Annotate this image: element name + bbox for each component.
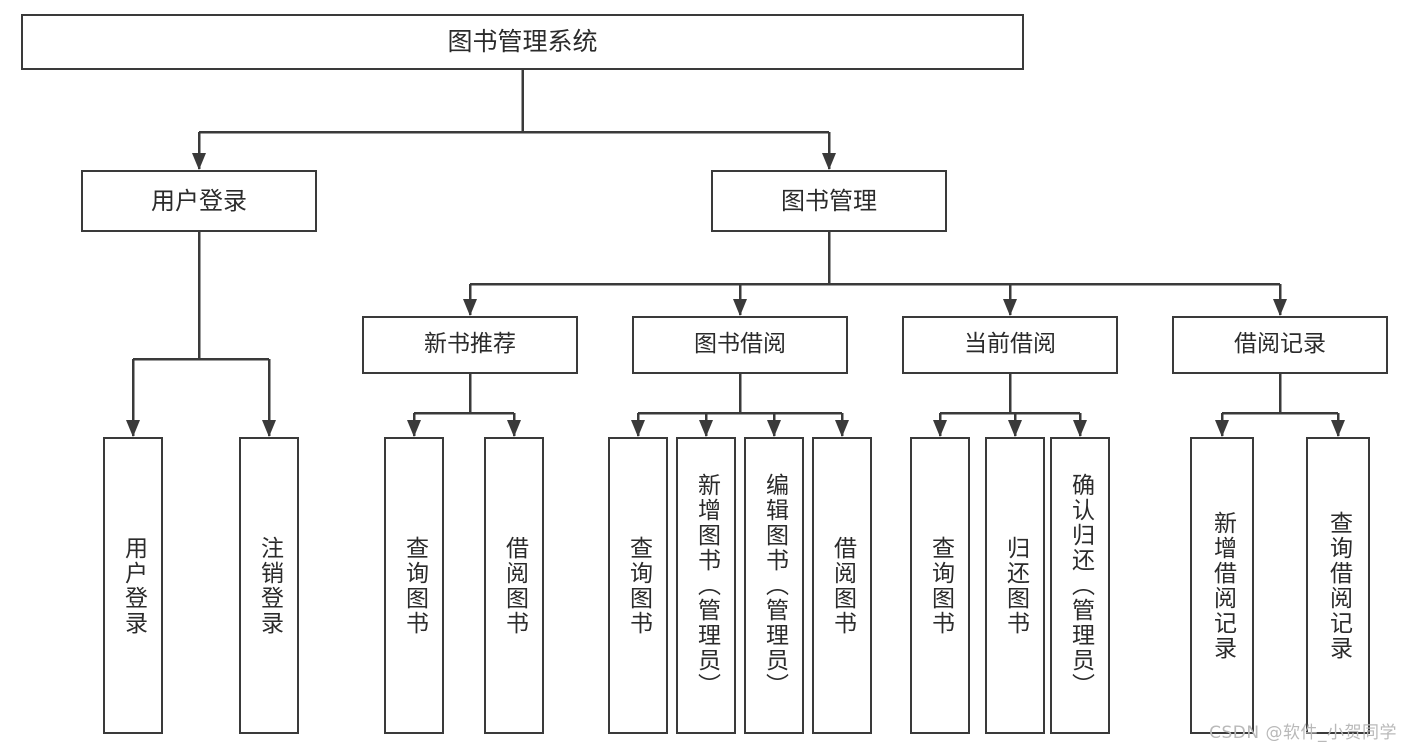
- node-label: 借阅图书: [829, 535, 856, 636]
- node-new-book-rec[interactable]: 新书推荐: [362, 316, 578, 374]
- node-label: 新增图书（管理员）: [693, 473, 720, 698]
- node-label: 注销登录: [256, 535, 283, 636]
- node-book-borrow[interactable]: 图书借阅: [632, 316, 848, 374]
- node-user-login[interactable]: 用户登录: [81, 170, 317, 232]
- arrow-head: [767, 420, 781, 437]
- node-label: 编辑图书（管理员）: [761, 473, 788, 698]
- node-leaf-confirm-return[interactable]: 确认归还（管理员）: [1050, 437, 1110, 734]
- node-leaf-add-record[interactable]: 新增借阅记录: [1190, 437, 1254, 734]
- node-label: 查询图书: [927, 535, 954, 636]
- arrow-head: [1008, 420, 1022, 437]
- node-label: 查询借阅记录: [1325, 510, 1352, 661]
- arrow-head: [1331, 420, 1345, 437]
- node-label: 图书借阅: [694, 331, 786, 358]
- node-label: 用户登录: [120, 535, 147, 636]
- node-label: 归还图书: [1002, 535, 1029, 636]
- arrow-head: [1215, 420, 1229, 437]
- node-label: 当前借阅: [964, 331, 1056, 358]
- arrow-head: [1003, 299, 1017, 316]
- node-leaf-query-book-3[interactable]: 查询图书: [910, 437, 970, 734]
- node-leaf-query-book-1[interactable]: 查询图书: [384, 437, 444, 734]
- node-leaf-query-book-2[interactable]: 查询图书: [608, 437, 668, 734]
- arrow-head: [631, 420, 645, 437]
- node-book-manage[interactable]: 图书管理: [711, 170, 947, 232]
- node-leaf-user-login[interactable]: 用户登录: [103, 437, 163, 734]
- arrow-head: [507, 420, 521, 437]
- node-label: 借阅记录: [1234, 331, 1326, 358]
- node-label: 新书推荐: [424, 331, 516, 358]
- node-label: 查询图书: [401, 535, 428, 636]
- node-label: 查询图书: [625, 535, 652, 636]
- arrow-head: [192, 153, 206, 170]
- node-leaf-borrow-book-1[interactable]: 借阅图书: [484, 437, 544, 734]
- arrow-head: [933, 420, 947, 437]
- node-leaf-user-logout[interactable]: 注销登录: [239, 437, 299, 734]
- node-root[interactable]: 图书管理系统: [21, 14, 1024, 70]
- node-current-borrow[interactable]: 当前借阅: [902, 316, 1118, 374]
- arrow-head: [733, 299, 747, 316]
- node-label: 确认归还（管理员）: [1067, 473, 1094, 698]
- node-label: 图书管理系统: [447, 27, 598, 57]
- arrow-head: [126, 420, 140, 437]
- node-label: 用户登录: [151, 186, 247, 215]
- arrow-head: [262, 420, 276, 437]
- node-leaf-return-book[interactable]: 归还图书: [985, 437, 1045, 734]
- arrow-head: [699, 420, 713, 437]
- node-leaf-add-book[interactable]: 新增图书（管理员）: [676, 437, 736, 734]
- node-label: 借阅图书: [501, 535, 528, 636]
- arrow-head: [463, 299, 477, 316]
- arrow-head: [1273, 299, 1287, 316]
- arrow-head: [822, 153, 836, 170]
- arrow-head: [407, 420, 421, 437]
- arrow-head: [1073, 420, 1087, 437]
- node-leaf-edit-book[interactable]: 编辑图书（管理员）: [744, 437, 804, 734]
- node-leaf-query-record[interactable]: 查询借阅记录: [1306, 437, 1370, 734]
- node-label: 图书管理: [781, 186, 877, 215]
- node-leaf-borrow-book-2[interactable]: 借阅图书: [812, 437, 872, 734]
- arrow-head: [835, 420, 849, 437]
- node-borrow-record[interactable]: 借阅记录: [1172, 316, 1388, 374]
- node-label: 新增借阅记录: [1209, 510, 1236, 661]
